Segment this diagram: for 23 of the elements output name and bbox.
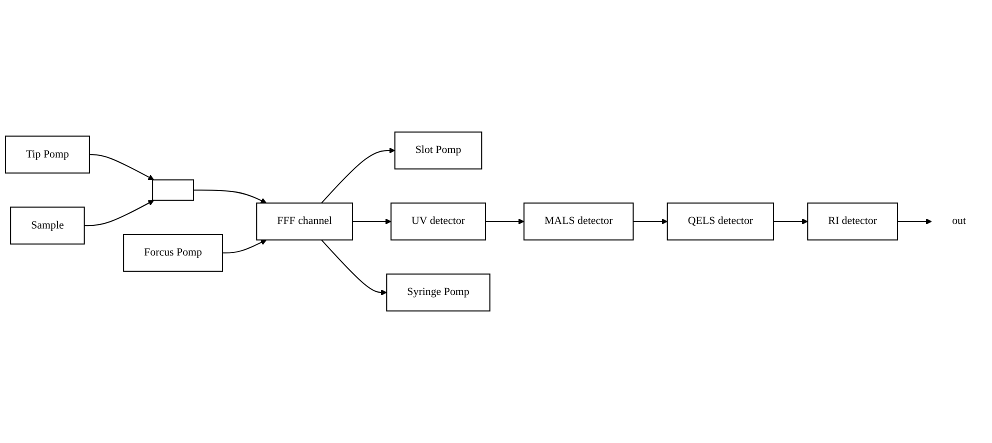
node-box: Sample <box>10 206 85 245</box>
arrow <box>774 218 808 224</box>
node-box: RI detector <box>807 202 898 240</box>
arrow <box>321 148 396 204</box>
arrow <box>194 190 267 204</box>
node-box: QELS detector <box>666 202 774 240</box>
arrow <box>633 218 668 224</box>
node-box <box>152 179 194 201</box>
arrow <box>485 218 524 224</box>
node-text: out <box>952 215 966 227</box>
node-box: UV detector <box>390 202 486 240</box>
node-box: Syringe Pomp <box>386 274 490 312</box>
node-box: FFF channel <box>256 202 354 240</box>
node-box: MALS detector <box>523 202 634 240</box>
arrow <box>897 218 932 224</box>
node-box: Forcus Pomp <box>123 234 224 272</box>
arrow <box>89 154 154 180</box>
arrow <box>321 240 387 296</box>
node-box: Slot Pomp <box>394 132 482 170</box>
arrow <box>84 200 154 226</box>
node-box: Tip Pomp <box>4 136 90 174</box>
arrow <box>352 218 392 224</box>
arrow <box>222 240 267 254</box>
